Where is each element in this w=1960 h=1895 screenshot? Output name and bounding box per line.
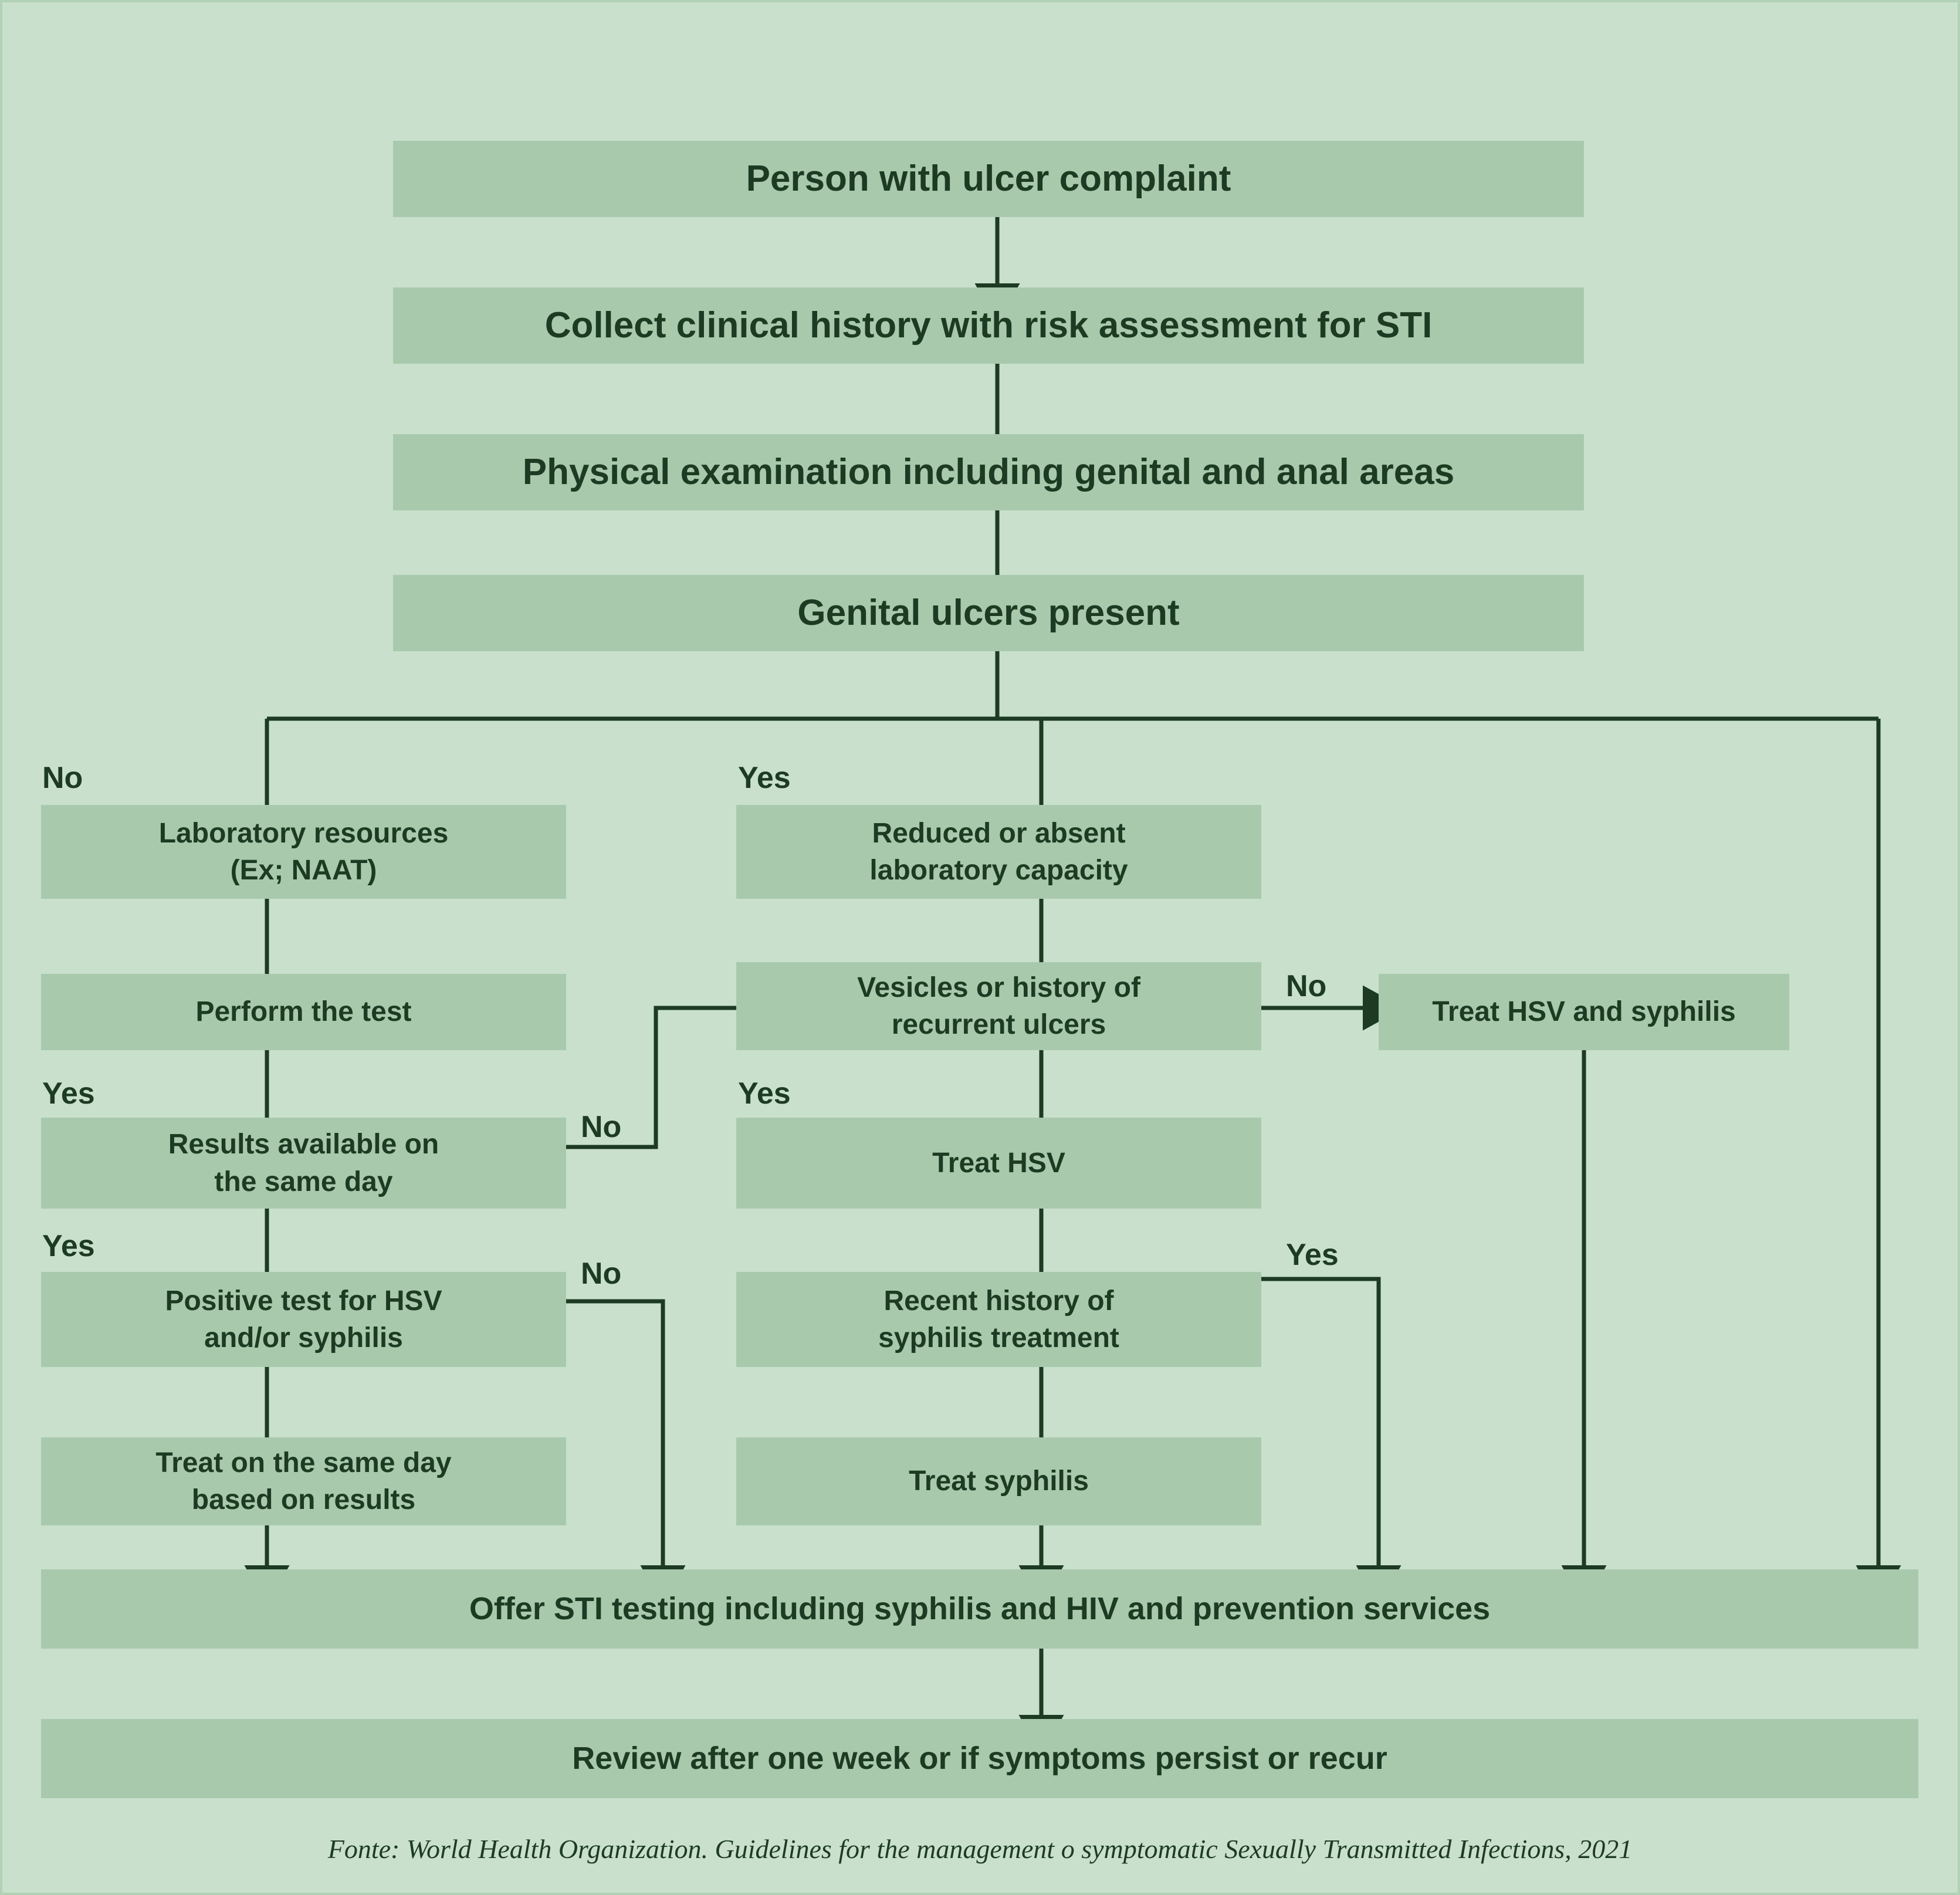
node-history[interactable]: Collect clinical history with risk asses… [393, 287, 1584, 364]
node-laboratory-resources[interactable]: Laboratory resources (Ex; NAAT) [41, 805, 566, 899]
node-perform-the-test[interactable]: Perform the test [41, 974, 566, 1050]
edge-label-yes-perform-test: Yes [42, 1077, 95, 1111]
node-person[interactable]: Person with ulcer complaint [393, 141, 1584, 217]
source-footnote: Fonte: World Health Organization. Guidel… [0, 1833, 1960, 1864]
edge-label-no-results-same-day: No [581, 1110, 622, 1144]
edge-label-no-positive-test: No [581, 1257, 622, 1291]
node-recent-syphilis-history-label: Recent history of syphilis treatment [878, 1285, 1119, 1353]
node-vesicles-recurrent-ulcers-label: Vesicles or history of recurrent ulcers [857, 972, 1140, 1040]
node-treat-syphilis-label: Treat syphilis [909, 1466, 1089, 1497]
node-treat-hsv-and-syphilis[interactable]: Treat HSV and syphilis [1379, 974, 1789, 1050]
node-treat-same-day-label: Treat on the same day based on results [155, 1447, 452, 1515]
node-perform-the-test-label: Perform the test [195, 996, 412, 1028]
node-offer-sti-testing[interactable]: Offer STI testing including syphilis and… [41, 1569, 1918, 1649]
node-results-same-day[interactable]: Results available on the same day [41, 1118, 566, 1209]
node-positive-test[interactable]: Positive test for HSV and/or syphilis [41, 1272, 566, 1367]
source-footnote-text: Fonte: World Health Organization. Guidel… [327, 1834, 1633, 1864]
node-results-same-day-label: Results available on the same day [168, 1129, 439, 1197]
node-treat-syphilis[interactable]: Treat syphilis [736, 1437, 1261, 1525]
node-treat-same-day[interactable]: Treat on the same day based on results [41, 1437, 566, 1525]
node-treat-hsv-and-syphilis-label: Treat HSV and syphilis [1432, 996, 1736, 1028]
node-positive-test-label: Positive test for HSV and/or syphilis [165, 1285, 442, 1353]
edge-label-no-left-branch: No [42, 761, 83, 795]
edge-label-yes-positive-test: Yes [42, 1229, 95, 1263]
edge-label-yes-vesicles: Yes [738, 1077, 791, 1111]
node-reduced-lab-capacity-label: Reduced or absent laboratory capacity [869, 817, 1128, 886]
node-review-label: Review after one week or if symptoms per… [572, 1740, 1387, 1776]
node-person-label: Person with ulcer complaint [746, 158, 1231, 199]
node-treat-hsv-label: Treat HSV [932, 1147, 1065, 1179]
node-exam[interactable]: Physical examination including genital a… [393, 434, 1584, 510]
node-recent-syphilis-history[interactable]: Recent history of syphilis treatment [736, 1272, 1261, 1367]
edge-label-yes-mid-branch: Yes [738, 761, 791, 795]
node-exam-label: Physical examination including genital a… [522, 452, 1455, 493]
node-treat-hsv[interactable]: Treat HSV [736, 1118, 1261, 1209]
node-genital-ulcers[interactable]: Genital ulcers present [393, 575, 1584, 651]
node-reduced-lab-capacity[interactable]: Reduced or absent laboratory capacity [736, 805, 1261, 899]
node-vesicles-recurrent-ulcers[interactable]: Vesicles or history of recurrent ulcers [736, 962, 1261, 1050]
edge-label-yes-recent-history: Yes [1286, 1238, 1339, 1272]
node-genital-ulcers-label: Genital ulcers present [797, 593, 1180, 634]
node-offer-sti-testing-label: Offer STI testing including syphilis and… [469, 1591, 1491, 1626]
node-review[interactable]: Review after one week or if symptoms per… [41, 1719, 1918, 1798]
edge-label-no-vesicles: No [1286, 969, 1327, 1003]
node-history-label: Collect clinical history with risk asses… [544, 305, 1433, 346]
node-laboratory-resources-label: Laboratory resources (Ex; NAAT) [158, 817, 449, 886]
